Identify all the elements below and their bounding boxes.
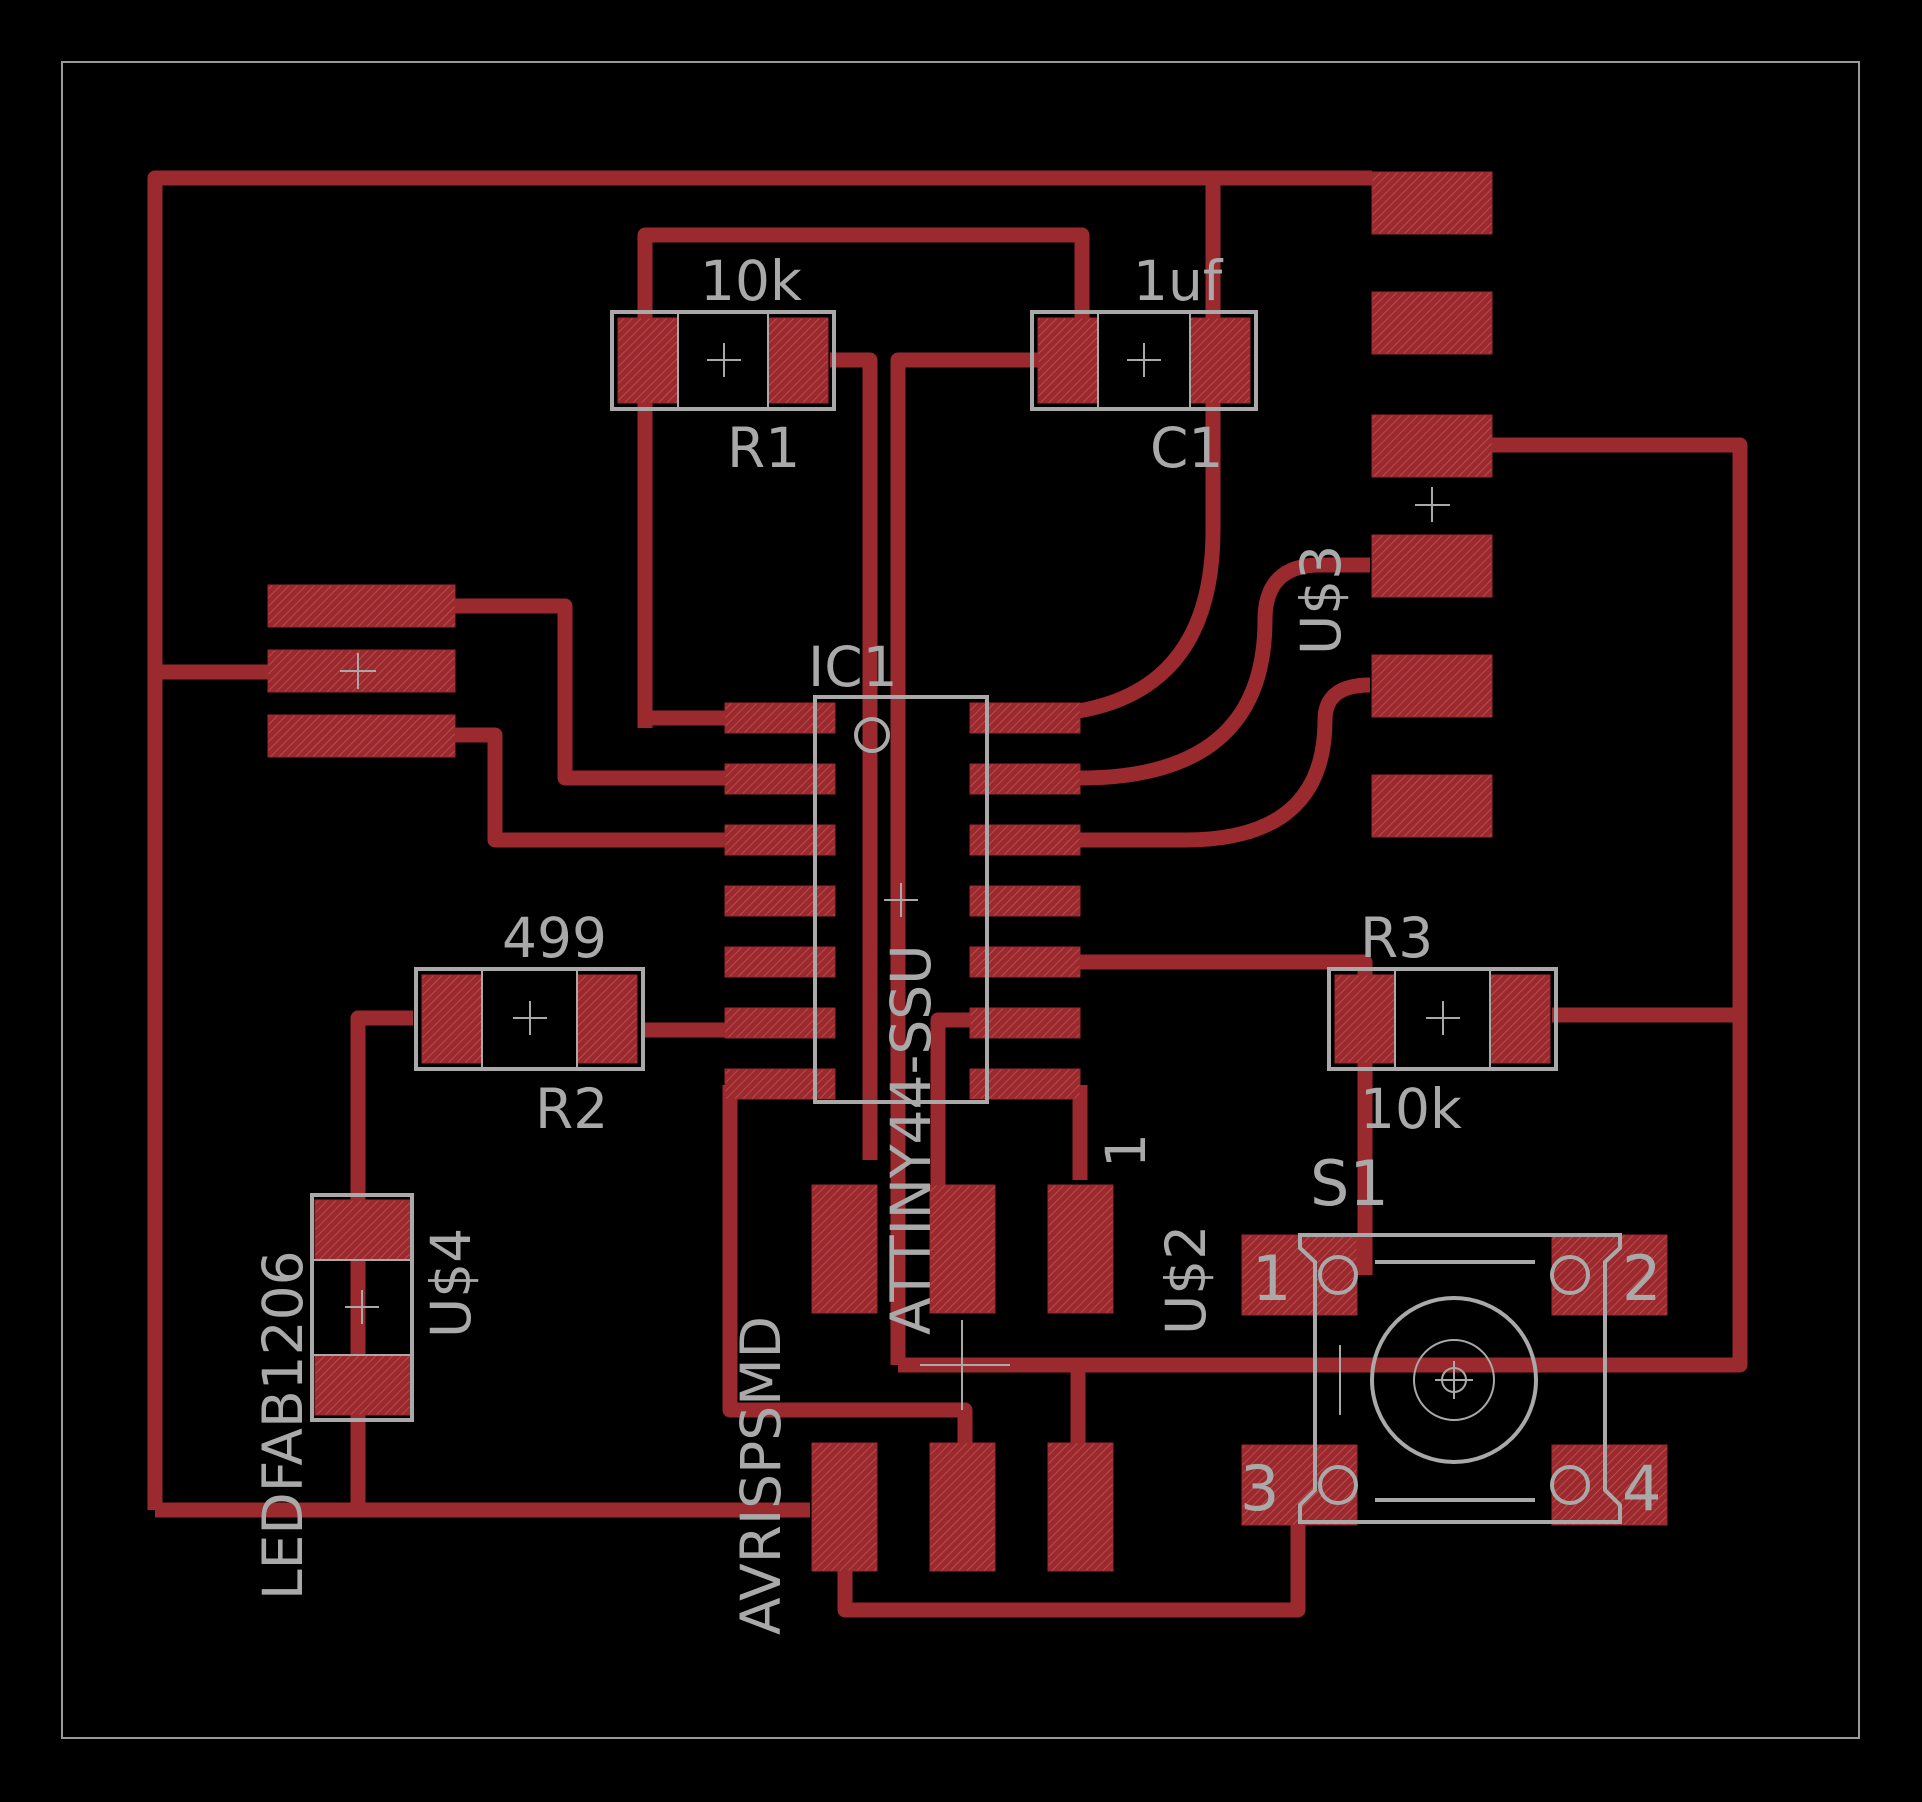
r1-pad: [617, 317, 679, 404]
c1-pad: [1037, 317, 1099, 404]
avrisp-pad: [1047, 1442, 1114, 1572]
u3-pad: [1371, 171, 1493, 235]
s1-name-label: S1: [1310, 1147, 1389, 1220]
s1-pad: [1551, 1444, 1668, 1526]
r1-name-label: R1: [727, 416, 800, 480]
ic1-pin: [724, 1007, 836, 1039]
led-part-label: LEDFAB1206: [251, 1250, 315, 1600]
u2-pin1-label: 1: [1094, 1133, 1158, 1168]
u2-name-label: U$2: [1154, 1225, 1218, 1335]
led-pad: [314, 1199, 411, 1261]
ic1-pin: [724, 763, 836, 795]
r2-pad: [576, 974, 638, 1064]
c1-name-label: C1: [1150, 416, 1223, 480]
u3-pad: [1371, 774, 1493, 838]
r1-pad: [767, 317, 829, 404]
s1-pin4-label: 4: [1622, 1452, 1661, 1525]
r3-value-label: 10k: [1360, 1077, 1462, 1141]
r3-pad: [1489, 974, 1551, 1064]
ic1-name-label: IC1: [808, 635, 898, 699]
s1-pad: [1551, 1234, 1668, 1316]
u3-pad: [1371, 654, 1493, 718]
copper-traces: [147, 170, 1748, 1618]
u3-pad: [1371, 414, 1493, 478]
u5-pad: [267, 584, 456, 628]
avrisp-pad: [811, 1442, 878, 1572]
r3-pad: [1334, 974, 1396, 1064]
avrisp-part-label: AVRISPSMD: [729, 1316, 793, 1635]
ic1-pin: [724, 824, 836, 856]
u3-pad: [1371, 534, 1493, 598]
ic1-pin: [724, 702, 836, 734]
board-outline: [61, 61, 1860, 1739]
r1-value-label: 10k: [700, 249, 802, 313]
avrisp-pad: [929, 1442, 996, 1572]
s1-pin3-label: 3: [1240, 1452, 1279, 1525]
c1-pad: [1189, 317, 1251, 404]
avrisp-pad: [929, 1184, 996, 1314]
u3-name-label: U$3: [1289, 545, 1353, 655]
r2-value-label: 499: [502, 906, 607, 970]
silkscreen-labels: 10k R1 1uf C1 IC1 499 R2 R3 10k S1 1 2 3…: [251, 249, 1661, 1635]
r2-name-label: R2: [535, 1077, 608, 1141]
silkscreen: [310, 310, 1622, 1524]
ic1-pin: [724, 946, 836, 978]
u4-name-label: U$4: [419, 1228, 483, 1338]
c1-value-label: 1uf: [1133, 249, 1224, 313]
ic1-pin: [724, 885, 836, 917]
s1-pin2-label: 2: [1622, 1242, 1661, 1315]
ic1-pin: [724, 1068, 836, 1100]
ic1-part-label: ATTINY44-SSU: [879, 945, 943, 1335]
r3-name-label: R3: [1360, 906, 1433, 970]
u3-pad: [1371, 291, 1493, 355]
r2-pad: [421, 974, 483, 1064]
avrisp-pad: [1047, 1184, 1114, 1314]
u5-pad: [267, 714, 456, 758]
avrisp-pad: [811, 1184, 878, 1314]
led-pad: [314, 1354, 411, 1416]
s1-pad: [1241, 1444, 1358, 1526]
s1-pin1-label: 1: [1252, 1242, 1291, 1315]
